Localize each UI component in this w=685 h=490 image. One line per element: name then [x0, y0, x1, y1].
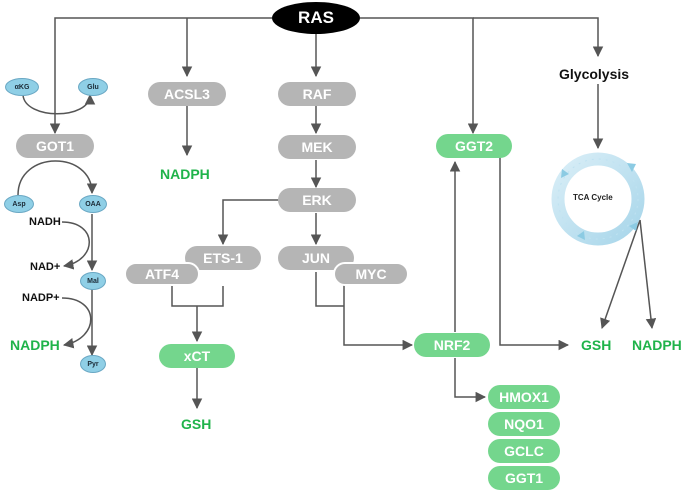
mal-metabolite: Mal [80, 272, 106, 290]
nad-plus-label: NAD+ [30, 261, 61, 273]
xct-node: xCT [159, 344, 235, 368]
nadp-plus-label: NADP+ [22, 292, 60, 304]
glu-metabolite: Glu [78, 78, 108, 96]
jun-myc-to-nrf2-line [315, 272, 412, 345]
nqo1-node: NQO1 [488, 412, 560, 436]
tca-cycle-label: TCA Cycle [573, 193, 613, 202]
asp-oaa-arc [17, 160, 98, 196]
ras-node: RAS [272, 2, 360, 34]
nrf2-node: NRF2 [414, 333, 490, 357]
ggt2-node: GGT2 [436, 134, 512, 158]
erk-node: ERK [278, 188, 356, 212]
ras-to-got1-line [49, 17, 272, 135]
myc-node: MYC [333, 262, 409, 286]
nrf2-to-targets-line [454, 358, 487, 403]
hmox1-node: HMOX1 [488, 385, 560, 409]
acsl3-node: ACSL3 [148, 82, 226, 106]
nadph-right-label: NADPH [632, 337, 682, 353]
gsh-right-label: GSH [581, 337, 612, 353]
tca-cycle-ring [551, 152, 645, 246]
nadph-acsl3-label: NADPH [160, 166, 210, 182]
mek-node: MEK [278, 135, 356, 159]
got1-node: GOT1 [16, 134, 94, 158]
erk-to-ets1-line [217, 199, 287, 246]
raf-node: RAF [278, 82, 356, 106]
nadh-label: NADH [29, 216, 61, 228]
asp-metabolite: Asp [4, 195, 34, 213]
akg-metabolite: αKG [5, 78, 39, 96]
ggt1-node: GGT1 [488, 466, 560, 490]
gclc-node: GCLC [488, 439, 560, 463]
pyr-metabolite: Pyr [80, 355, 106, 373]
ras-to-ggt2-line [360, 17, 479, 135]
atf4-node: ATF4 [124, 262, 200, 286]
tca-to-nadph-line [639, 219, 657, 330]
ras-to-glycolysis-line [473, 17, 604, 58]
nadph-left-label: NADPH [10, 337, 60, 353]
nadp-arc [61, 297, 92, 349]
ets1-atf4-to-xct-line [171, 286, 224, 341]
gsh-xct-label: GSH [181, 416, 212, 432]
nadh-arc [61, 221, 90, 270]
oaa-metabolite: OAA [79, 195, 107, 213]
tca-to-gsh-line [600, 219, 641, 329]
akg-glu-arc [22, 93, 96, 115]
ggt2-to-gsh-line [499, 146, 570, 351]
glycolysis-label: Glycolysis [559, 66, 630, 82]
